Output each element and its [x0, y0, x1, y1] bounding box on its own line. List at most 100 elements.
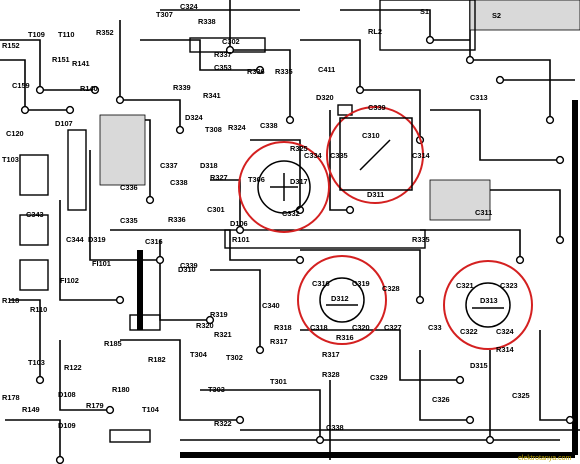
solder-pad [415, 295, 425, 305]
component-label: C314 [412, 151, 431, 160]
component-label: R341 [203, 91, 221, 100]
component-label: D311 [367, 190, 384, 199]
component-label: R317 [322, 350, 340, 359]
component-label: R122 [64, 363, 82, 372]
bridge-symbols [257, 117, 511, 328]
solder-pad [455, 375, 465, 385]
highlight-circles [238, 106, 533, 350]
component-label: C338 [260, 121, 278, 130]
component-label: C332 [282, 209, 300, 218]
component-label: C337 [160, 161, 178, 170]
component-label: R152 [2, 41, 20, 50]
component-label: R336 [168, 215, 186, 224]
component-label: C313 [470, 93, 488, 102]
component-label: R325 [290, 144, 308, 153]
component-label: R180 [112, 385, 130, 394]
solder-pad [565, 415, 575, 425]
solder-pad [65, 105, 75, 115]
copper-fill [99, 0, 580, 221]
component-label: C338 [170, 178, 188, 187]
solder-pad [205, 315, 215, 325]
solder-pad [355, 85, 365, 95]
component-label: R185 [104, 339, 122, 348]
solder-pad [90, 85, 100, 95]
component-label: R317 [270, 337, 288, 346]
component-label: R316 [336, 333, 354, 342]
component-label: R318 [274, 323, 292, 332]
component-label: C302 [222, 37, 240, 46]
solder-pad [285, 115, 295, 125]
solder-pad [235, 225, 245, 235]
component-label: C120 [6, 129, 24, 138]
component-label: R337 [214, 50, 232, 59]
component-label: T308 [205, 125, 222, 134]
component-label: D107 [55, 119, 73, 128]
component-label: T104 [142, 405, 160, 414]
component-label: C323 [500, 281, 518, 290]
solder-pad [105, 405, 115, 415]
component-label: D310 [178, 265, 196, 274]
component-label: R338 [198, 17, 216, 26]
solder-pad [115, 295, 125, 305]
component-label: R149 [22, 405, 40, 414]
ground-plane [137, 100, 578, 458]
component-label: D313 [480, 296, 498, 305]
component-label: R336 [247, 67, 265, 76]
component-label: C318 [310, 323, 328, 332]
component-label: C411 [318, 65, 335, 74]
solder-pad [545, 115, 555, 125]
component-label: R314 [496, 345, 515, 354]
solder-pad [115, 95, 125, 105]
component-label: R352 [96, 28, 114, 37]
component-label: D319 [88, 235, 106, 244]
solder-pad [425, 35, 435, 45]
component-label: R179 [86, 401, 104, 410]
component-label: R335 [412, 235, 430, 244]
component-label: T103 [2, 155, 19, 164]
component-label: T303 [208, 385, 225, 394]
component-label: T307 [156, 10, 173, 19]
highlight-d313 [443, 260, 533, 350]
highlight-d312 [297, 255, 387, 345]
component-label: R101 [232, 235, 250, 244]
component-label: D312 [331, 294, 349, 303]
component-label: R178 [2, 393, 20, 402]
component-label: R140 [80, 84, 98, 93]
solder-pad [465, 55, 475, 65]
component-label: C325 [512, 391, 530, 400]
component-label: C320 [352, 323, 370, 332]
component-label: FI101 [92, 259, 111, 268]
component-label: R141 [72, 59, 90, 68]
component-label: S1 [420, 7, 429, 16]
component-label: R321 [214, 330, 232, 339]
solder-pad [485, 435, 495, 445]
highlight-d311 [326, 106, 424, 204]
component-label: C316 [312, 279, 330, 288]
solder-pad [20, 105, 30, 115]
component-label: C326 [432, 395, 450, 404]
component-label: R327 [210, 173, 228, 182]
component-label: T109 [28, 30, 45, 39]
component-label: C335 [330, 151, 348, 160]
component-label: C301 [207, 205, 225, 214]
component-label: R319 [210, 310, 228, 319]
solder-pad [35, 85, 45, 95]
solder-pad [345, 205, 355, 215]
component-label: D106 [230, 219, 248, 228]
component-label: R110 [30, 305, 47, 314]
component-label: C316 [145, 237, 163, 246]
watermark: elektrotanya.com [518, 455, 571, 462]
component-label: D315 [470, 361, 488, 370]
component-label: R324 [228, 123, 247, 132]
component-label: FI102 [60, 276, 79, 285]
component-label: T304 [190, 350, 208, 359]
component-label: C338 [326, 423, 344, 432]
component-label: C329 [370, 373, 388, 382]
solder-pad [255, 345, 265, 355]
solder-pad [315, 435, 325, 445]
component-label: C344 [66, 235, 85, 244]
solder-pad [465, 415, 475, 425]
solder-pad [255, 65, 265, 75]
